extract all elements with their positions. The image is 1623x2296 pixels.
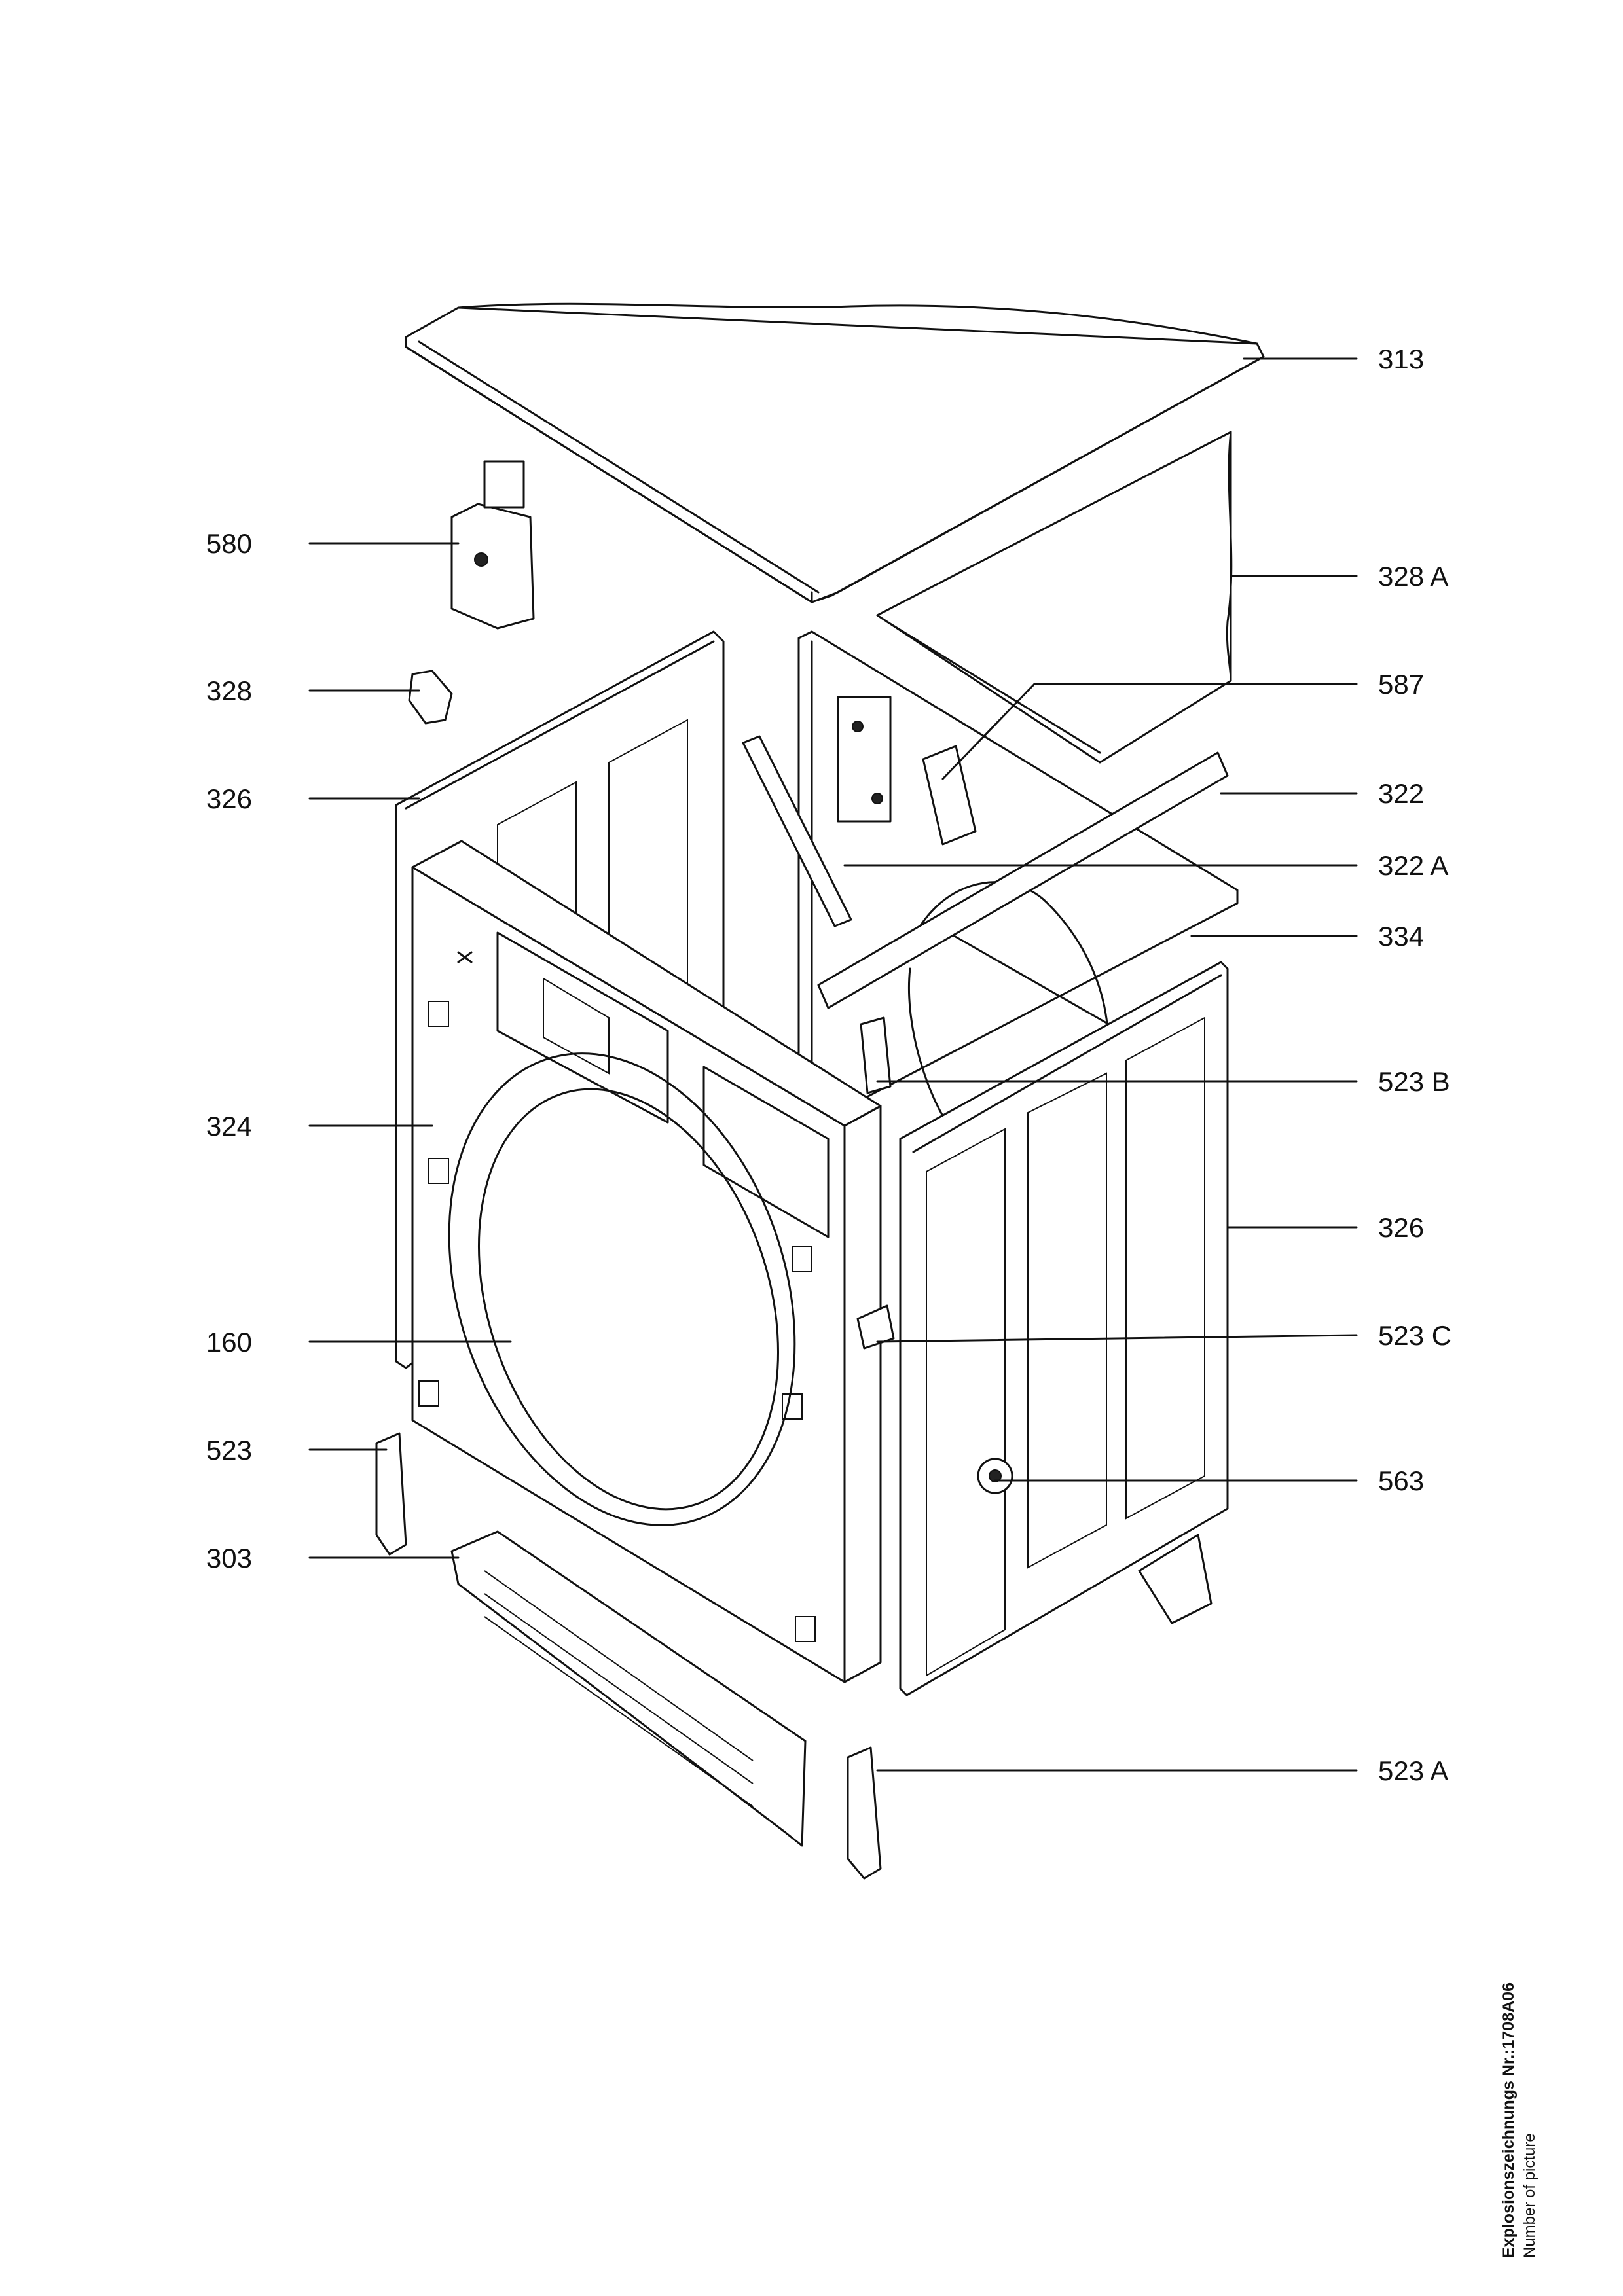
callout-580: 580 xyxy=(206,528,252,559)
callout-326-left: 326 xyxy=(206,783,252,814)
callout-322: 322 xyxy=(1378,778,1425,809)
part-328a-rear-panel xyxy=(876,431,1233,764)
callout-322a: 322 A xyxy=(1378,850,1449,881)
part-587-latch xyxy=(922,745,977,846)
callout-326-right: 326 xyxy=(1378,1212,1425,1243)
leader-lines-right xyxy=(843,357,1358,1772)
part-326-right-side-panel xyxy=(899,961,1229,1696)
part-324-front-panel xyxy=(411,840,882,1683)
drawing-number-title: Explosionszeichnungs Nr.:1708A06 xyxy=(1499,1982,1518,2258)
callout-563: 563 xyxy=(1378,1465,1425,1496)
callout-523c: 523 C xyxy=(1378,1320,1452,1351)
part-523a-bracket xyxy=(847,1746,882,1880)
callout-523b: 523 B xyxy=(1378,1066,1450,1097)
callout-313: 313 xyxy=(1378,344,1425,374)
part-523b-hinge xyxy=(860,1016,892,1094)
part-523-bracket xyxy=(375,1432,407,1556)
callout-334: 334 xyxy=(1378,921,1425,952)
part-303-plinth xyxy=(450,1530,807,1847)
leader-lines-left xyxy=(308,542,512,1559)
callout-587: 587 xyxy=(1378,669,1425,700)
drawing-number-subtitle: Number of picture xyxy=(1521,2133,1539,2258)
callout-328: 328 xyxy=(206,675,252,706)
callout-523a: 523 A xyxy=(1378,1755,1449,1786)
part-563-knob xyxy=(977,1458,1013,1494)
part-313-top-cover xyxy=(405,302,1265,603)
callout-160: 160 xyxy=(206,1327,252,1357)
part-322a-strut xyxy=(742,735,852,927)
callout-303: 303 xyxy=(206,1543,252,1573)
part-580-switch xyxy=(450,460,535,630)
part-328-clip xyxy=(408,670,453,725)
part-523c-hinge xyxy=(856,1304,895,1350)
callout-324: 324 xyxy=(206,1111,252,1141)
part-322-strut xyxy=(817,751,1229,1009)
callout-328a: 328 A xyxy=(1378,561,1449,592)
callout-523: 523 xyxy=(206,1435,252,1465)
part-foot-right xyxy=(1138,1534,1213,1624)
